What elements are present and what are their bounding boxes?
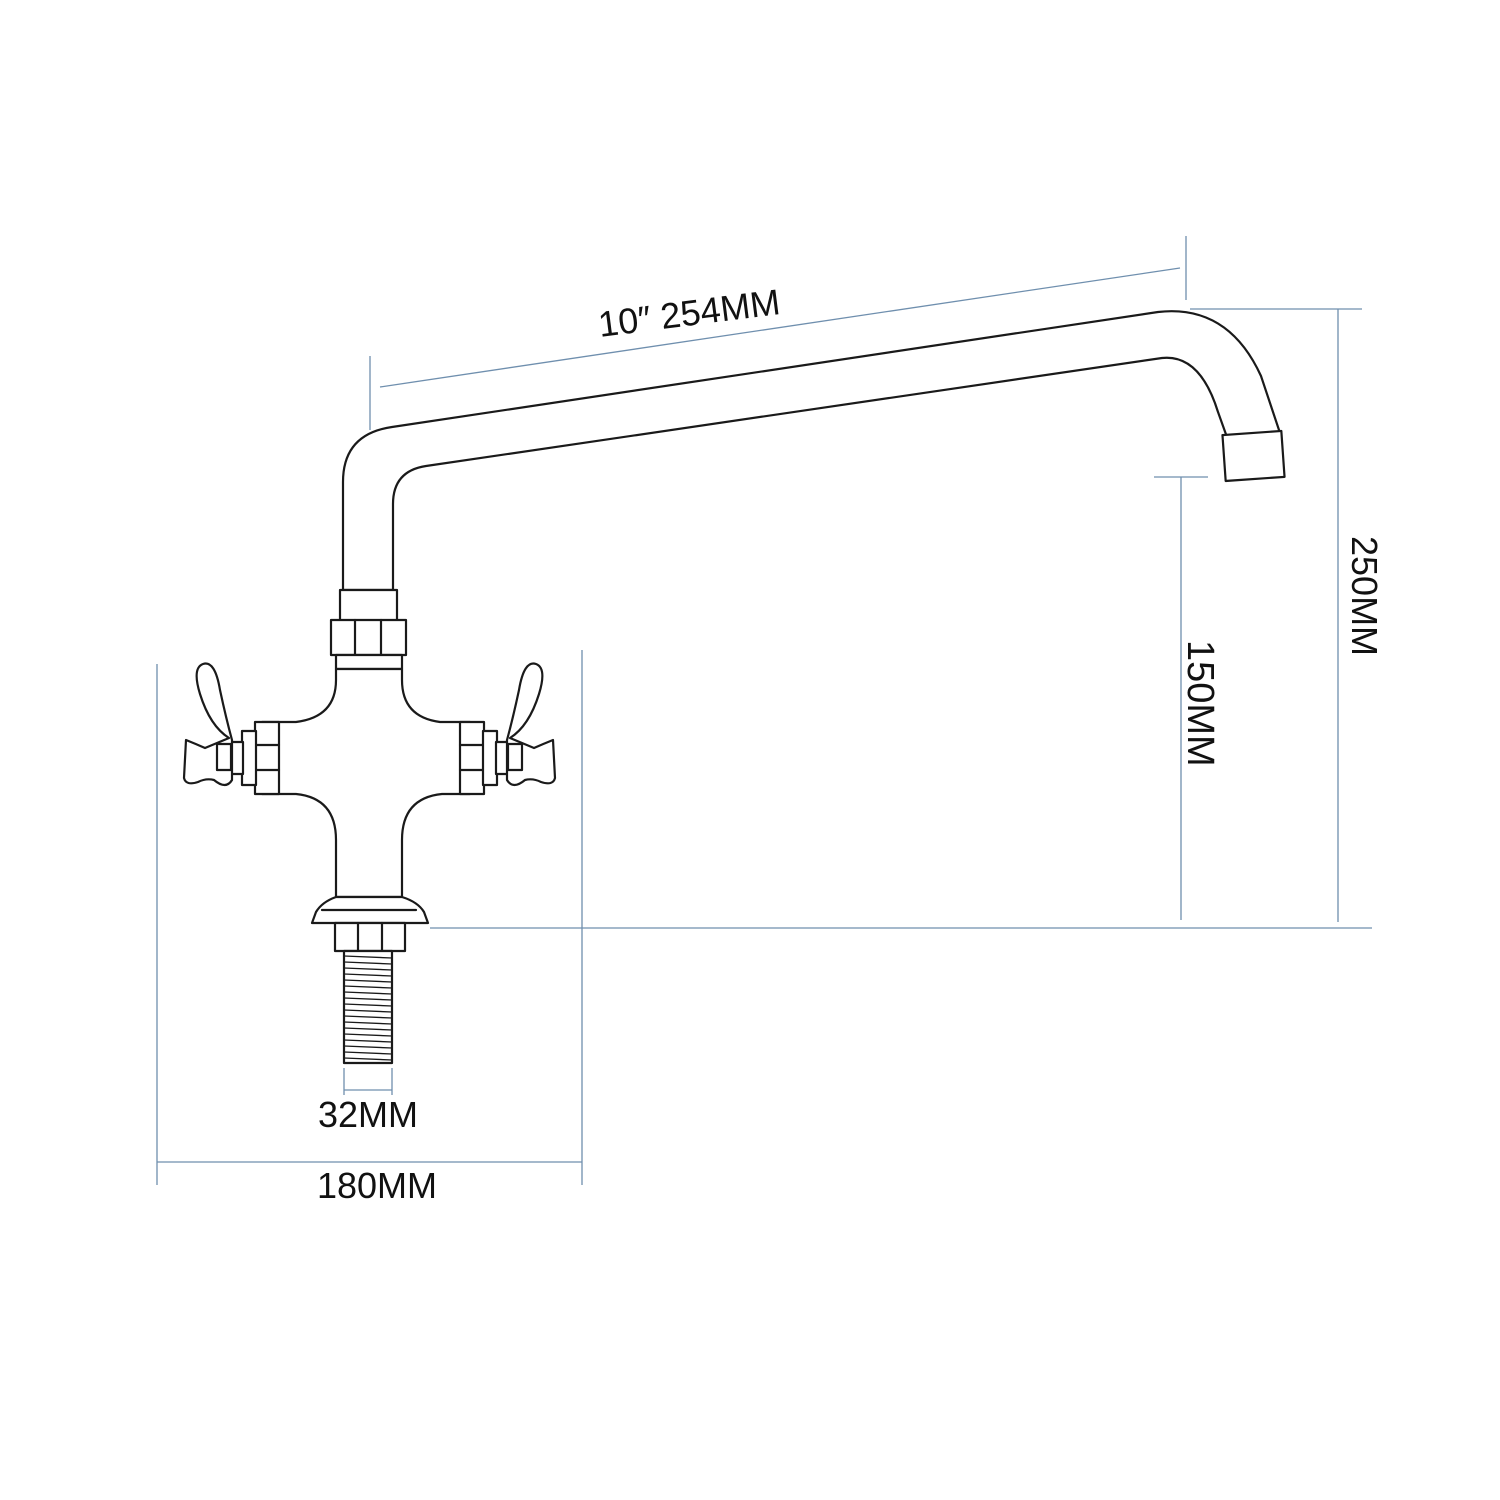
spout-height-label: 150MM bbox=[1179, 640, 1221, 767]
spout-collar bbox=[338, 588, 399, 624]
faucet-body bbox=[260, 667, 472, 899]
spout-tube bbox=[341, 310, 1283, 592]
shank-thread-line bbox=[343, 1009, 393, 1013]
shank-thread-line bbox=[343, 1039, 393, 1043]
spout-nut bbox=[329, 618, 408, 657]
left-valve-bonnet bbox=[253, 720, 281, 796]
shank-thread-line bbox=[343, 1057, 393, 1061]
shank-thread-line bbox=[343, 967, 393, 971]
handle-span-label: 180MM bbox=[317, 1165, 437, 1206]
spout-length-dimension-line bbox=[379, 267, 1181, 388]
faucet-drawing bbox=[182, 310, 1286, 1065]
shank-thread-line bbox=[343, 985, 393, 989]
right-valve-bonnet bbox=[458, 720, 486, 796]
shank-thread-line bbox=[343, 1051, 393, 1055]
spout-length-label: 10″ 254MM bbox=[596, 281, 783, 345]
shank-diameter-label: 32MM bbox=[318, 1094, 418, 1135]
shank-thread-line bbox=[343, 955, 393, 959]
shank-thread-line bbox=[343, 979, 393, 983]
spout-aerator bbox=[1221, 429, 1286, 483]
shank-thread-line bbox=[343, 997, 393, 1001]
shank-thread-line bbox=[343, 961, 393, 965]
left-lever-hub bbox=[215, 742, 233, 772]
total-height-label: 250MM bbox=[1344, 536, 1385, 656]
shank-thread-line bbox=[343, 1003, 393, 1007]
shank-thread-line bbox=[343, 1027, 393, 1031]
dimension-lines bbox=[156, 236, 1372, 1185]
left-valve-bonnet-cap bbox=[240, 729, 258, 787]
shank-threads bbox=[343, 955, 393, 1061]
shank-thread-line bbox=[343, 1045, 393, 1049]
shank-thread-line bbox=[343, 1015, 393, 1019]
shank-thread-line bbox=[343, 1021, 393, 1025]
shank-thread-line bbox=[343, 991, 393, 995]
shank-thread-line bbox=[343, 1033, 393, 1037]
right-lever-hub bbox=[506, 742, 524, 772]
spout-nut-ring bbox=[334, 653, 404, 671]
mounting-nut bbox=[333, 921, 407, 953]
shank-thread-line bbox=[343, 973, 393, 977]
